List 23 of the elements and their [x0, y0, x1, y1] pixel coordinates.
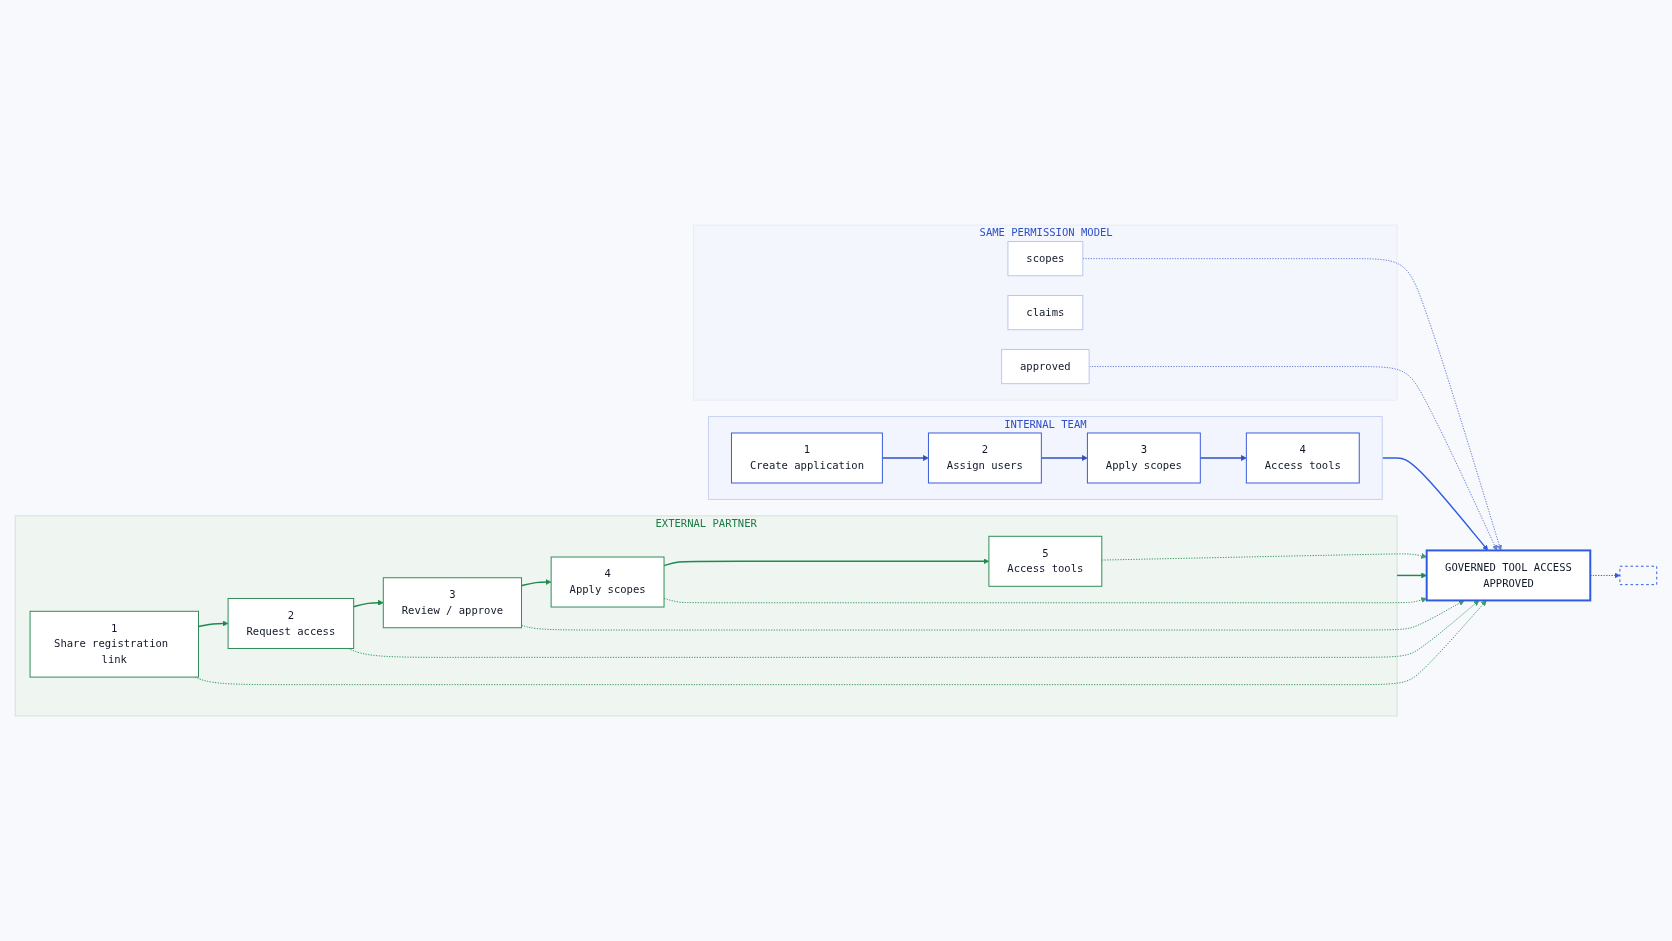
node-box: GOVERNED TOOL ACCESS APPROVED: [1425, 549, 1592, 602]
arrow: [1040, 455, 1088, 461]
node-box: 3 Review / approve: [382, 577, 523, 629]
node-box: 2 Request access: [227, 597, 355, 649]
arrow: [1396, 572, 1427, 579]
node-box: claims: [1007, 295, 1084, 331]
arrow: [520, 579, 552, 587]
node-box: 5 Access tools: [988, 535, 1103, 587]
node-box: 2 Assign users: [927, 432, 1042, 484]
node-box: 1 Share registration link: [29, 610, 199, 678]
node-box: 4 Access tools: [1245, 432, 1360, 484]
node-box: scopes: [1007, 241, 1084, 277]
node-box: 3 Apply scopes: [1086, 432, 1201, 484]
arrow: [352, 599, 384, 608]
arrow: [1199, 455, 1247, 461]
node-box: 4 Apply scopes: [550, 556, 665, 608]
arrow: [881, 455, 929, 461]
arrow: [1381, 457, 1489, 551]
node-box: approved: [1001, 348, 1090, 385]
node-box: 1 Create application: [730, 432, 883, 484]
node-box: [1619, 565, 1658, 586]
arrow: [663, 558, 990, 567]
arrow: [197, 620, 229, 628]
